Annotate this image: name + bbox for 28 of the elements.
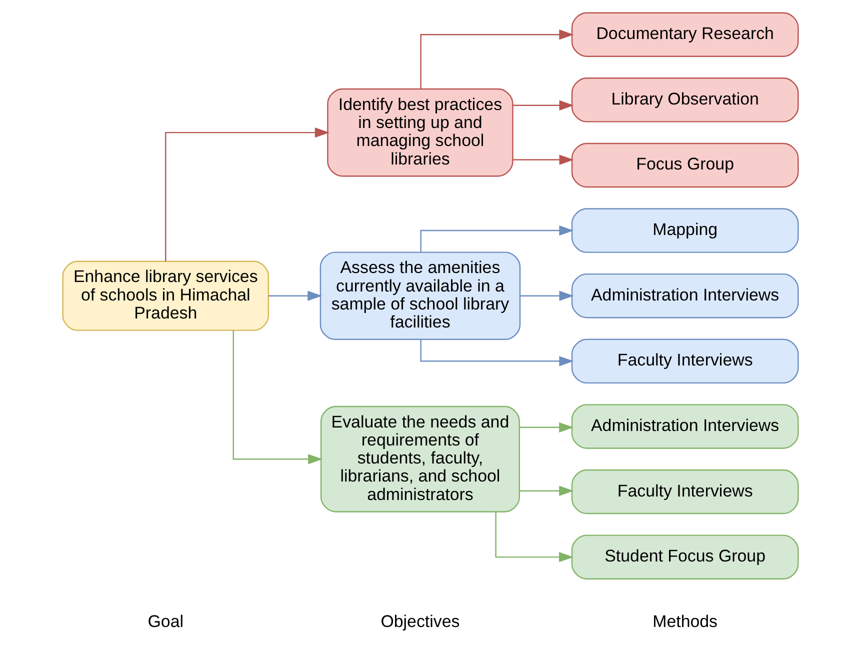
node-box: Mapping — [571, 208, 799, 253]
arrow — [520, 486, 574, 496]
label: Goal — [148, 612, 184, 631]
node-box: Administration Interviews — [571, 273, 799, 318]
label: Methods — [652, 612, 718, 631]
node-box: Identify best practices in setting up and managing school libraries — [327, 88, 514, 177]
arrow — [268, 290, 322, 301]
arrow — [520, 422, 574, 432]
node-box: Faculty Interviews — [571, 469, 799, 514]
node-box: Focus Group — [571, 142, 799, 188]
arrow — [232, 330, 323, 464]
arrow — [495, 512, 574, 562]
node-box: Enhance library services of schools in Himachal Pradesh — [62, 260, 270, 331]
node-box: Faculty Interviews — [571, 338, 799, 384]
node-box: Administration Interviews — [571, 404, 799, 449]
arrow — [512, 100, 574, 110]
arrow — [520, 290, 574, 301]
arrow — [512, 154, 574, 165]
arrow — [420, 225, 574, 252]
node-box: Documentary Research — [571, 12, 799, 57]
node-box: Evaluate the needs and requirements of students, faculty, librarians, and school administrators — [320, 406, 520, 512]
label: Objectives — [380, 612, 460, 631]
arrow — [165, 127, 330, 262]
node-box: Student Focus Group — [571, 534, 799, 580]
arrow — [420, 30, 574, 89]
node-box: Assess the amenities currently available in a sample of school library facilities — [320, 252, 521, 340]
arrow — [420, 339, 574, 366]
node-box: Library Observation — [571, 78, 799, 122]
